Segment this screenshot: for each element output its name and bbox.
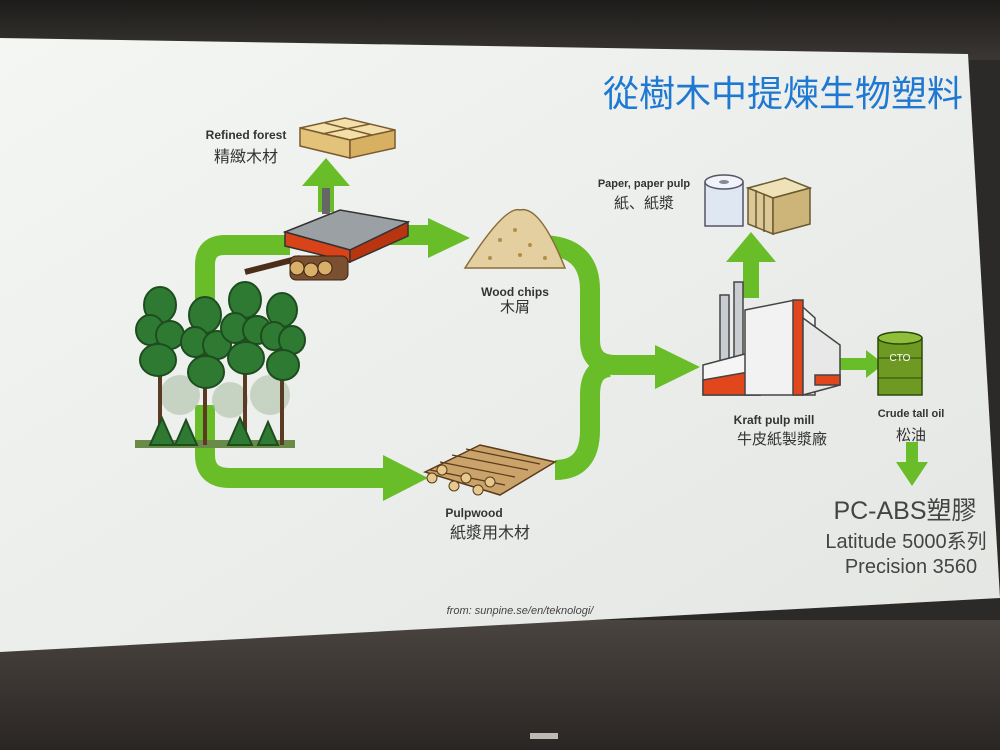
wood-chips-icon <box>463 208 567 269</box>
arrowhead-chips <box>428 218 470 258</box>
product-line-3: Precision 3560 <box>845 556 977 578</box>
product-line-1: PC-ABS塑膠 <box>833 497 976 525</box>
screen-mount <box>530 733 558 739</box>
arrowhead-up-paper <box>726 232 776 262</box>
crude-tall-oil-label-zh: 松油 <box>896 426 926 444</box>
arrow-pulpwood-to-mill <box>554 357 612 480</box>
arrowhead-up-refined <box>302 158 350 186</box>
arrow-forest-to-sawmill <box>195 235 290 375</box>
refined-forest-label-zh: 精緻木材 <box>214 147 278 166</box>
kraft-mill-icon <box>702 281 841 396</box>
cto-drum-icon <box>877 331 923 396</box>
pulp-bale-icon <box>745 177 813 236</box>
product-line-2: Latitude 5000系列 <box>825 530 986 553</box>
slide-title: 從樹木中提煉生物塑料 <box>603 74 963 115</box>
kraft-mill-label-zh: 牛皮紙製漿廠 <box>737 430 827 448</box>
paper-pulp-label-en: Paper, paper pulp <box>598 178 691 190</box>
refined-forest-label-en: Refined forest <box>206 128 287 142</box>
paper-roll-icon <box>704 174 744 227</box>
arrowhead-mill <box>655 345 700 389</box>
flow-arrows <box>195 225 665 488</box>
lumber-stack-icon <box>299 117 396 159</box>
pulpwood-logs-icon <box>422 444 557 496</box>
paper-pulp-label-zh: 紙、紙漿 <box>614 194 674 212</box>
cto-drum-label: CTO <box>890 353 911 364</box>
arrowhead-down-product <box>896 462 928 486</box>
pulpwood-label-en: Pulpwood <box>445 506 502 520</box>
arrowhead-to-cto <box>866 350 884 378</box>
pulpwood-label-zh: 紙漿用木材 <box>450 523 530 542</box>
wood-chips-label-zh: 木屑 <box>500 298 530 316</box>
arrowhead-pulpwood <box>383 455 428 501</box>
sawmill-icon <box>244 188 411 281</box>
forest-icon <box>135 281 306 448</box>
arrow-forest-to-pulpwood <box>195 405 395 488</box>
wood-chips-label-en: Wood chips <box>481 285 549 299</box>
source-citation: from: sunpine.se/en/teknologi/ <box>447 605 595 617</box>
crude-tall-oil-label-en: Crude tall oil <box>878 408 945 420</box>
kraft-mill-label-en: Kraft pulp mill <box>734 413 815 427</box>
